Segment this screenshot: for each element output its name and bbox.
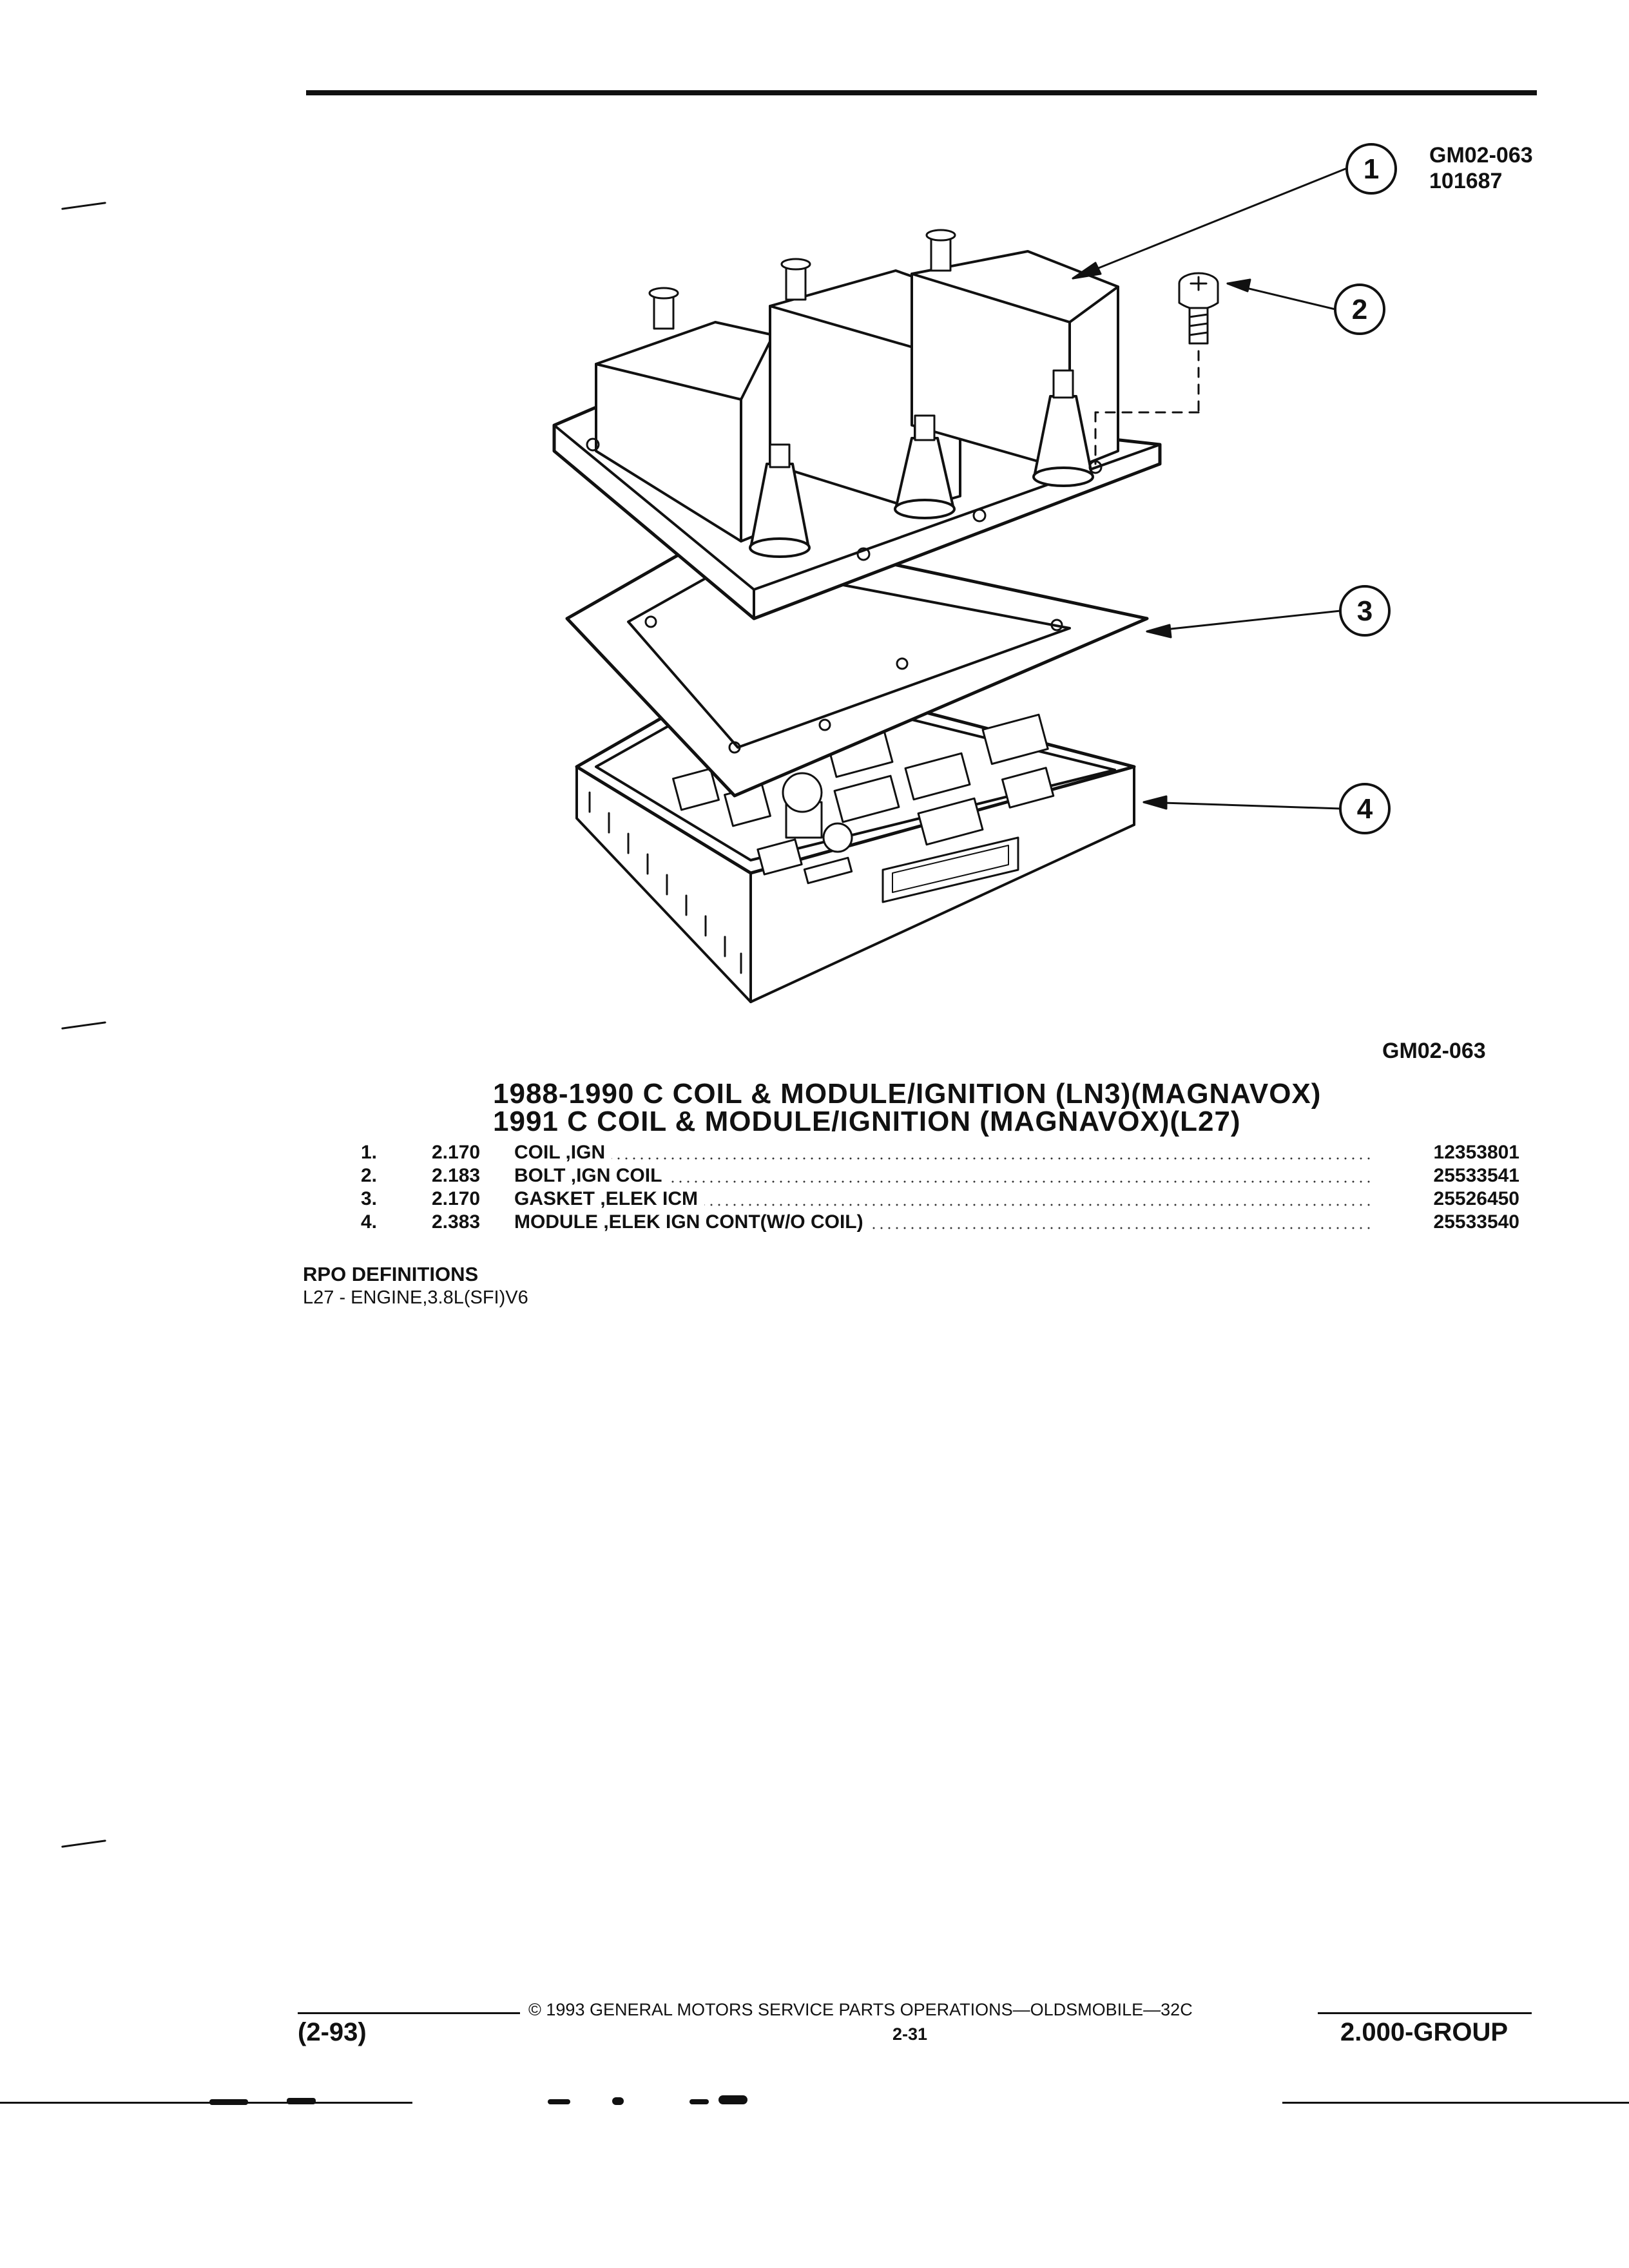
callout-circle-2 (1334, 284, 1385, 335)
rpo-definition: L27 - ENGINE,3.8L(SFI)V6 (303, 1287, 528, 1308)
footer-rule-right (1318, 2012, 1532, 2014)
part-index: 4. (361, 1211, 378, 1233)
callout-number-2: 2 (1351, 294, 1368, 325)
bottom-rule-left (0, 2102, 412, 2104)
callout-circle-3 (1339, 585, 1391, 637)
part-number: 12353801 (1433, 1142, 1519, 1163)
parts-list: 1. 2.170 COIL ,IGN 12353801 2. 2.183 BOL… (361, 1140, 1519, 1233)
parts-row: 3. 2.170 GASKET ,ELEK ICM 25526450 (361, 1187, 1519, 1210)
coil-assembly-illustration (552, 229, 1162, 620)
part-number: 25533541 (1433, 1165, 1519, 1186)
scan-blot (209, 2099, 248, 2105)
part-index: 1. (361, 1142, 378, 1163)
footer-date: (2-93) (298, 2018, 367, 2046)
part-description: MODULE ,ELEK IGN CONT(W/O COIL) (514, 1211, 870, 1233)
scan-blot (612, 2097, 624, 2105)
scan-blot (287, 2098, 316, 2104)
callout-circle-1 (1345, 143, 1397, 195)
figure-date-code: 101687 (1429, 169, 1503, 193)
footer-rule-left (298, 2012, 520, 2014)
part-number: 25533540 (1433, 1211, 1519, 1233)
callout-circle-4 (1339, 783, 1391, 834)
part-index: 2. (361, 1165, 378, 1186)
scan-blot (718, 2095, 747, 2104)
parts-row: 4. 2.383 MODULE ,ELEK IGN CONT(W/O COIL)… (361, 1210, 1519, 1233)
part-group-code: 2.170 (432, 1142, 481, 1163)
bottom-rule-right (1282, 2102, 1629, 2104)
top-rule (306, 90, 1537, 95)
footer-group: 2.000-GROUP (1340, 2018, 1509, 2046)
footer-copyright: © 1993 GENERAL MOTORS SERVICE PARTS OPER… (528, 2000, 1193, 2019)
part-description: COIL ,IGN (514, 1142, 612, 1163)
parts-row: 1. 2.170 COIL ,IGN 12353801 (361, 1140, 1519, 1164)
scan-blot (689, 2099, 709, 2104)
margin-mark (61, 1840, 106, 1848)
scan-blot (548, 2099, 570, 2104)
footer-page-number: 2-31 (892, 2024, 928, 2044)
section-title-2: 1991 C COIL & MODULE/IGNITION (MAGNAVOX)… (493, 1106, 1241, 1137)
part-group-code: 2.383 (432, 1211, 481, 1233)
callout-number-1: 1 (1363, 153, 1380, 185)
part-index: 3. (361, 1188, 378, 1209)
rpo-heading: RPO DEFINITIONS (303, 1263, 479, 1285)
section-title-1: 1988-1990 C COIL & MODULE/IGNITION (LN3)… (493, 1078, 1322, 1110)
part-number: 25526450 (1433, 1188, 1519, 1209)
part-group-code: 2.170 (432, 1188, 481, 1209)
figure-code: GM02-063 (1429, 143, 1533, 168)
bolt-illustration (1178, 272, 1219, 345)
part-description: BOLT ,IGN COIL (514, 1165, 669, 1186)
parts-row: 2. 2.183 BOLT ,IGN COIL 25533541 (361, 1164, 1519, 1187)
part-group-code: 2.183 (432, 1165, 481, 1186)
callout-number-4: 4 (1356, 793, 1373, 825)
exploded-parts-diagram (552, 143, 1397, 1003)
callout-number-3: 3 (1356, 595, 1373, 627)
gasket-illustration (565, 526, 1149, 798)
part-description: GASKET ,ELEK ICM (514, 1188, 705, 1209)
figure-bottom-code: GM02-063 (1382, 1039, 1486, 1063)
